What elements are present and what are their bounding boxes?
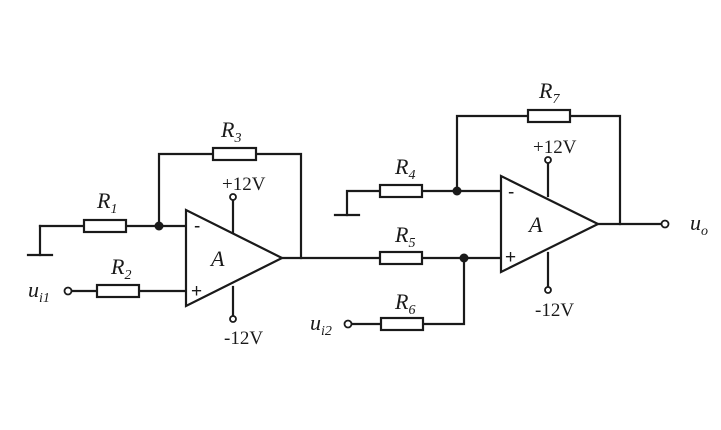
label-r6: R6 — [394, 289, 415, 318]
opamp-1-vneg-label: -12V — [224, 328, 263, 349]
wire-r6-node — [421, 256, 466, 326]
wire-ground2-r4 — [345, 189, 382, 217]
label-r4: R4 — [394, 154, 415, 183]
label-r5: R5 — [394, 222, 415, 251]
opamp-1-vpos-label: +12V — [222, 174, 266, 195]
resistor-r4 — [378, 183, 424, 199]
resistor-r2 — [95, 283, 141, 299]
terminal-opamp1-vneg — [229, 315, 237, 323]
terminal-uo — [660, 219, 670, 229]
label-r1: R1 — [96, 188, 117, 217]
opamp-2 — [499, 174, 601, 274]
resistor-r3 — [211, 146, 258, 162]
resistor-r1 — [82, 218, 128, 234]
junction-r4-r7 — [452, 186, 462, 196]
opamp-1 — [184, 208, 285, 308]
junction-r5-r6 — [459, 253, 469, 263]
wire-r3-left — [157, 152, 215, 228]
opamp-1-label: A — [209, 246, 225, 271]
terminal-opamp2-vneg — [544, 286, 552, 294]
resistor-r6 — [379, 316, 425, 332]
opamp-2-label: A — [527, 212, 543, 237]
label-r2: R2 — [110, 254, 131, 283]
terminal-opamp1-vpos — [229, 193, 237, 201]
terminal-opamp2-vpos — [544, 156, 552, 164]
opamp-2-vneg-label: -12V — [535, 300, 574, 321]
opamp-1-minus: - — [194, 216, 200, 237]
label-ui2: ui2 — [310, 310, 332, 339]
wire-r7-right — [568, 114, 622, 226]
resistor-r5 — [378, 250, 424, 266]
terminal-ui2 — [343, 319, 353, 329]
resistor-r7 — [526, 108, 572, 124]
wire-r3-right — [254, 152, 303, 260]
opamp-2-vpos-label: +12V — [533, 137, 577, 158]
label-r7: R7 — [538, 78, 560, 107]
label-uo: uo — [690, 210, 708, 239]
opamp-2-minus: - — [508, 182, 514, 203]
label-r3: R3 — [220, 117, 241, 146]
opamp-1-plus: + — [191, 281, 202, 302]
opamp-2-plus: + — [505, 247, 516, 268]
terminal-ui1 — [63, 286, 73, 296]
label-ui1: ui1 — [28, 277, 50, 306]
wire-r7-left — [455, 114, 530, 193]
wires — [26, 114, 664, 326]
junction-r1-r3 — [154, 221, 164, 231]
